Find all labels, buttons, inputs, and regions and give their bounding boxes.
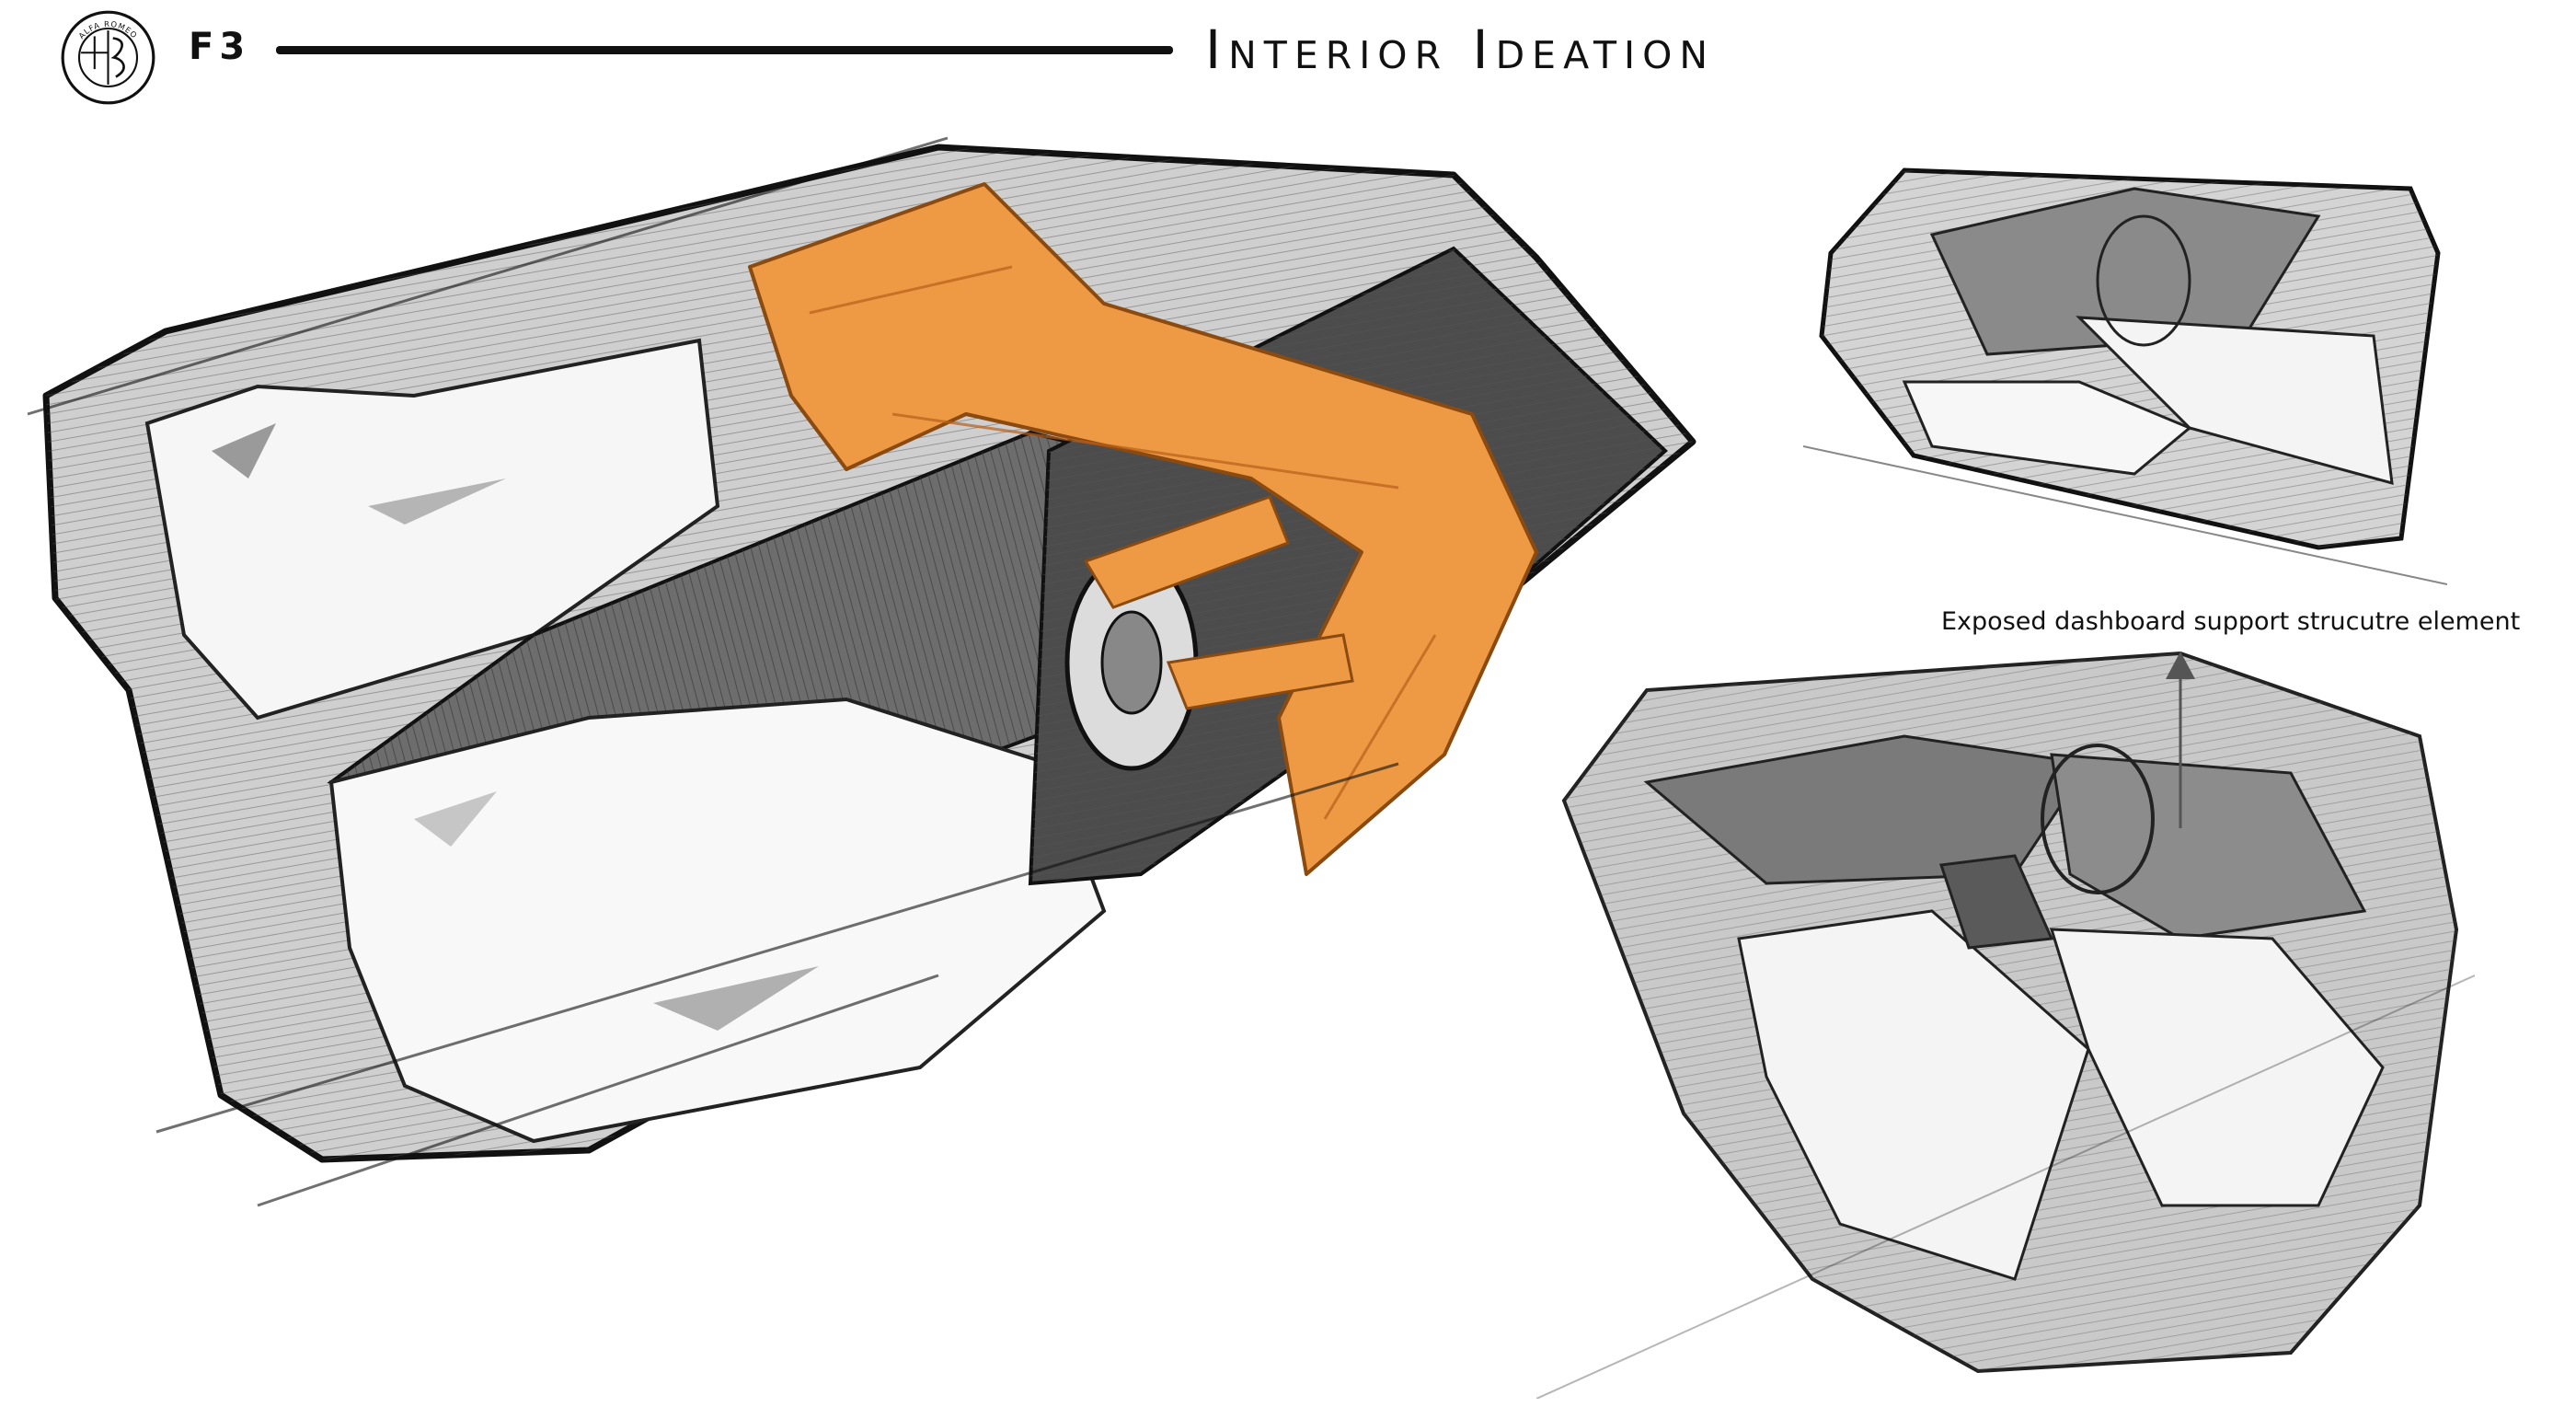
rear-seat-shadow (212, 423, 276, 479)
small-steering-wheel (2041, 744, 2155, 894)
front-seat-shadow-2 (414, 791, 497, 847)
orange-strut-lower (1166, 633, 1354, 710)
page-title: Interior Ideation (1205, 18, 1716, 81)
title-rule (276, 46, 1173, 54)
rear-seat-left (144, 338, 720, 721)
callout-label: Exposed dashboard support strucutre elem… (1941, 607, 2521, 636)
interior-sketch-rear-view (1803, 167, 2447, 585)
main-interior-sketch (27, 136, 1696, 1207)
front-seat-shadow (653, 966, 819, 1031)
interior-sketch-front-view (1536, 651, 2475, 1399)
rear-seat-shadow-2 (368, 479, 506, 525)
model-code: F3 (189, 26, 251, 68)
orange-strut-upper (1083, 495, 1290, 609)
page-header: ALFA ROMEO F3 Interior Ideation (0, 0, 2576, 110)
front-seat-area (328, 697, 1107, 1144)
alfa-romeo-logo: ALFA ROMEO (61, 10, 155, 105)
callout-arrow-icon (2166, 652, 2195, 828)
